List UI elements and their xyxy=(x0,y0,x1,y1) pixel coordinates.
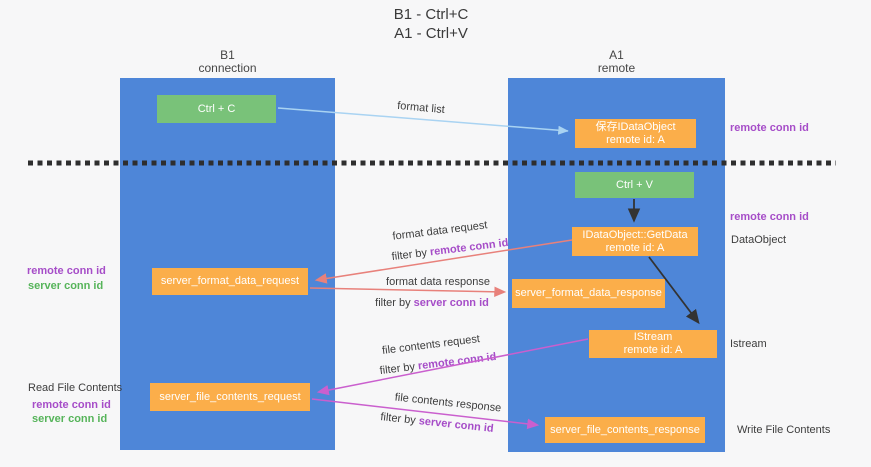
node-istream: IStream remote id: A xyxy=(589,330,717,358)
filter-by-text: filter by xyxy=(379,360,416,378)
node-ctrl-v-label: Ctrl + V xyxy=(616,178,653,191)
annotation-istream: Istream xyxy=(730,338,767,350)
lane-b1-role: connection xyxy=(198,61,257,75)
remote-conn-id-text: remote conn id xyxy=(429,236,509,259)
edge-label-filter-server-1: filter by server conn id xyxy=(375,297,489,309)
node-format-response-label: server_format_data_response xyxy=(515,287,662,299)
title-line-1: B1 - Ctrl+C xyxy=(393,6,469,23)
title-line-2: A1 - Ctrl+V xyxy=(394,25,468,42)
edge-label-filter-server-2: filter by server conn id xyxy=(380,411,494,435)
node-ctrl-c-label: Ctrl + C xyxy=(197,102,236,115)
node-server-format-data-response: server_format_data_response xyxy=(512,279,665,308)
node-server-file-contents-request: server_file_contents_request xyxy=(150,383,310,411)
edge-label-file-contents-request: file contents request xyxy=(381,333,481,357)
annotation-server-conn-id-left-2: server conn id xyxy=(32,413,108,425)
node-istream-line1: IStream xyxy=(633,331,673,343)
filter-by-text: filter by xyxy=(379,411,417,427)
filter-by-text: filter by xyxy=(375,297,411,309)
annotation-remote-conn-id-left-2: remote conn id xyxy=(32,399,111,411)
lane-b1-name: B1 xyxy=(220,48,235,62)
annotation-dataobject: DataObject xyxy=(731,234,787,246)
arrow-format-data-response xyxy=(309,286,507,298)
node-getdata-line1: IDataObject::GetData xyxy=(582,228,688,241)
lane-a1-role: remote xyxy=(597,61,636,75)
lane-a1-name: A1 xyxy=(609,48,624,62)
annotation-remote-conn-id-top-right: remote conn id xyxy=(730,122,809,134)
lane-header-b1: B1 connection xyxy=(120,49,335,75)
annotation-server-conn-id-left-1: server conn id xyxy=(28,280,104,292)
node-getdata-line2: remote id: A xyxy=(605,241,665,254)
annotation-remote-conn-id-mid-right: remote conn id xyxy=(730,211,809,223)
annotation-remote-conn-id-left-1: remote conn id xyxy=(27,265,106,277)
node-file-request-label: server_file_contents_request xyxy=(159,390,301,403)
node-idataobject-getdata: IDataObject::GetData remote id: A xyxy=(572,227,698,256)
edge-label-file-contents-response: file contents response xyxy=(394,391,502,415)
node-save-idataobject: 保存IDataObject remote id: A xyxy=(575,119,696,148)
lane-header-a1: A1 remote xyxy=(508,49,725,75)
node-save-idataobject-line1: 保存IDataObject xyxy=(595,120,676,133)
annotation-write-file-contents: Write File Contents xyxy=(737,424,831,436)
node-file-response-label: server_file_contents_response xyxy=(550,423,700,436)
node-format-request-label: server_format_data_request xyxy=(160,275,300,287)
filter-by-text: filter by xyxy=(391,246,428,264)
node-server-format-data-request: server_format_data_request xyxy=(152,268,308,295)
edge-label-format-list: format list xyxy=(396,99,446,117)
node-istream-line2: remote id: A xyxy=(623,344,683,356)
node-server-file-contents-response: server_file_contents_response xyxy=(545,417,705,443)
annotation-read-file-contents: Read File Contents xyxy=(28,382,123,394)
edge-label-format-data-request: format data request xyxy=(391,219,489,243)
server-conn-id-text: server conn id xyxy=(413,297,489,309)
server-conn-id-text: server conn id xyxy=(418,415,495,435)
diagram-title: B1 - Ctrl+C A1 - Ctrl+V xyxy=(331,5,531,43)
edge-label-format-data-response: format data response xyxy=(386,276,490,288)
node-ctrl-c: Ctrl + C xyxy=(157,95,276,123)
remote-conn-id-text: remote conn id xyxy=(417,350,497,373)
node-ctrl-v: Ctrl + V xyxy=(575,172,694,198)
node-save-idataobject-line2: remote id: A xyxy=(606,133,665,146)
